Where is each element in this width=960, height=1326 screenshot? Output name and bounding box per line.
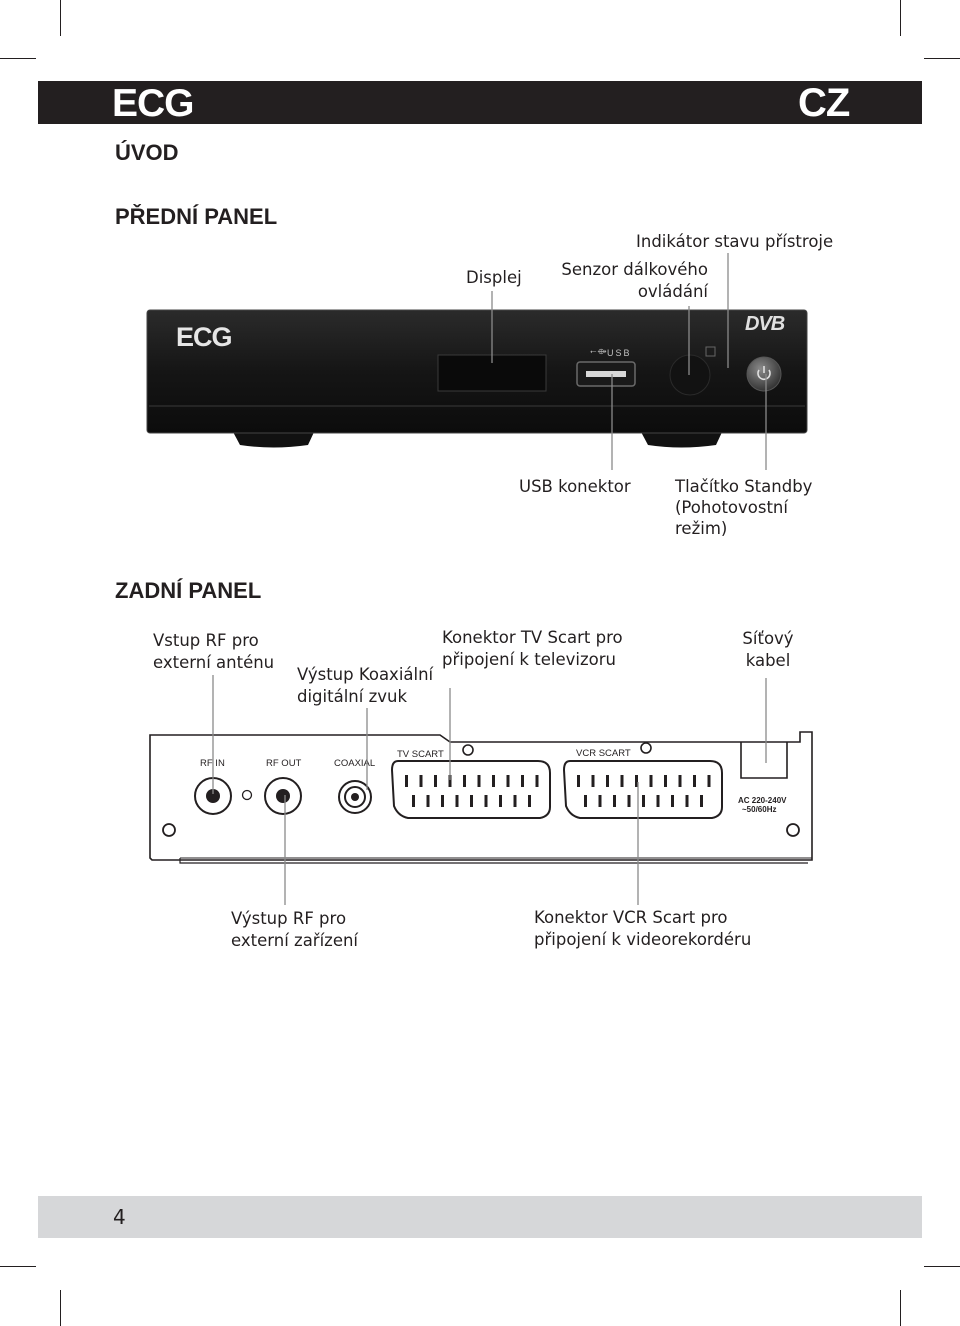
scart-pin [521,775,524,787]
scart-pin [528,795,531,807]
scart-pin [419,775,423,787]
label-rf-in-1: Vstup RF pro [153,631,259,650]
port-label-vcr-scart: VCR SCART [576,748,631,759]
label-standby-1: Tlačítko Standby [675,477,813,496]
scart-pin [492,775,495,787]
crop-mark [900,0,901,36]
label-coax-2: digitální zvuk [297,687,408,706]
label-vcr-scart-2: připojení k videorekordéru [534,930,752,949]
scart-pin [455,795,459,807]
crop-mark [900,1290,901,1326]
crop-mark [0,58,36,59]
scart-pin [627,795,631,807]
dvb-logo: DVB [745,313,785,335]
label-rf-out-2: externí zařízení [231,931,359,950]
scart-pin [484,795,488,807]
crop-mark [60,0,61,36]
footer-bar [38,1196,922,1238]
scart-pin [591,775,595,787]
scart-pin [477,775,481,787]
scart-pin [412,795,415,807]
label-usb-connector: USB konektor [519,477,631,496]
scart-pin [635,775,638,787]
device-logo: ECG [176,322,233,352]
page-number: 4 [113,1205,126,1229]
scart-pin [463,775,466,787]
scart-pin [693,775,696,787]
scart-pin [664,775,667,787]
scart-pin [656,795,660,807]
scart-pin [678,775,682,787]
scart-pin [426,795,430,807]
scart-pin [499,795,502,807]
label-standby-2: (Pohotovostní [675,498,788,517]
scart-pin [513,795,517,807]
label-display: Displej [466,268,522,287]
rear-panel-device: RF IN RF OUT COAXIAL TV SCART VCR SCART … [149,731,813,864]
scart-pin [577,775,580,787]
scart-pin [700,795,703,807]
scart-pin [620,775,624,787]
scart-pin [470,795,473,807]
status-led [705,346,716,357]
label-tv-scart-2: připojení k televizoru [442,650,616,669]
scart-pin [707,775,711,787]
scart-pin [649,775,653,787]
port-label-rf-out: RF OUT [266,758,302,769]
label-ir-sensor-2: ovládání [637,282,708,301]
label-coax-1: Výstup Koaxiální [297,665,434,684]
crop-mark [924,1266,960,1267]
label-ir-sensor-1: Senzor dálkového [561,260,708,279]
label-vcr-scart-1: Konektor VCR Scart pro [534,908,728,927]
scart-pin [671,795,674,807]
crop-mark [0,1266,36,1267]
crop-mark [60,1290,61,1326]
scart-pin [613,795,616,807]
scart-pin [434,775,437,787]
label-status-indicator: Indikátor stavu přístroje [636,232,834,251]
device-foot [640,430,723,448]
label-standby-3: režim) [675,519,728,538]
scart-pin [685,795,689,807]
scart-pin [598,795,602,807]
brand-logo: ECG [112,82,195,125]
scart-pin [535,775,539,787]
scart-pin [584,795,587,807]
language-code: CZ [798,81,850,125]
scart-pin [506,775,510,787]
port-label-ac-2: ~50/60Hz [742,805,776,814]
scart-pin [441,795,444,807]
port-label-tv-scart: TV SCART [397,749,444,760]
crop-mark [924,58,960,59]
scart-pin [642,795,645,807]
port-label-coaxial: COAXIAL [334,758,375,769]
front-leader-lines [491,253,767,470]
page-title: ÚVOD [115,140,179,165]
usb-symbol-icon: ⭠⟴ [590,347,608,356]
front-panel-device [146,309,808,448]
rear-leader-lines [212,675,767,905]
label-power-1: Síťový [742,629,794,648]
scart-pin [448,775,452,787]
usb-text: USB [607,348,632,358]
device-foot [232,430,315,448]
port-label-ac-1: AC 220-240V [738,796,787,805]
label-tv-scart-1: Konektor TV Scart pro [442,628,623,647]
ir-sensor [669,354,711,396]
scart-pin [606,775,609,787]
front-panel-heading: PŘEDNÍ PANEL [115,204,278,229]
header-bar [38,81,922,124]
standby-button [746,356,782,392]
rear-panel-heading: ZADNÍ PANEL [115,578,262,603]
label-rf-in-2: externí anténu [153,653,275,672]
label-rf-out-1: Výstup RF pro [231,909,347,928]
scart-pin [405,775,408,787]
label-power-2: kabel [745,651,791,670]
